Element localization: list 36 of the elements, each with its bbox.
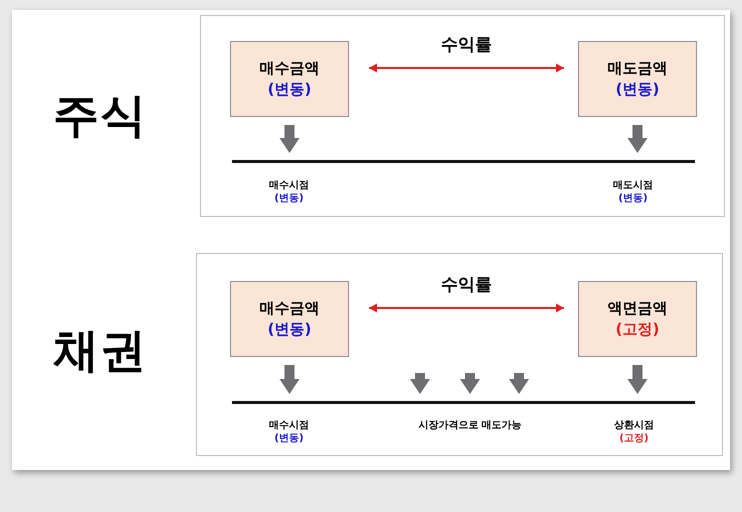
timeline-label: (변동) — [618, 192, 648, 205]
timeline-label: (고정) — [619, 432, 649, 445]
down-arrow — [509, 373, 529, 394]
timeline-line — [232, 160, 695, 163]
timeline-label: (변동) — [274, 192, 304, 205]
category-heading: 주식 — [53, 87, 147, 144]
down-arrow — [280, 365, 300, 394]
box-note: (변동) — [268, 79, 312, 100]
down-arrow — [410, 373, 430, 394]
down-arrow — [628, 125, 648, 153]
amount-box — [578, 281, 697, 357]
amount-box — [578, 41, 697, 117]
box-title: 매수금액 — [260, 298, 320, 319]
amount-box — [230, 41, 349, 117]
box-note: (고정) — [616, 319, 660, 340]
down-arrow — [280, 125, 300, 153]
timeline-label: 매도시점 — [613, 179, 653, 192]
box-note: (변동) — [268, 319, 312, 340]
timeline-label: 매수시점 — [269, 179, 309, 192]
double-arrow — [369, 64, 564, 72]
down-arrow — [460, 373, 480, 394]
timeline-line — [232, 401, 695, 404]
amount-box — [230, 281, 349, 357]
panel — [196, 253, 723, 456]
box-title: 액면금액 — [608, 298, 668, 319]
timeline-label: 상환시점 — [614, 419, 654, 432]
timeline-label: (변동) — [274, 432, 304, 445]
down-arrow — [628, 365, 648, 394]
double-arrow — [369, 304, 564, 312]
box-note: (변동) — [616, 79, 660, 100]
panel — [200, 15, 725, 217]
box-title: 매수금액 — [260, 58, 320, 79]
timeline-label: 시장가격으로 매도가능 — [418, 419, 522, 432]
category-heading: 채권 — [53, 322, 147, 379]
box-title: 매도금액 — [608, 58, 668, 79]
timeline-label: 매수시점 — [269, 419, 309, 432]
